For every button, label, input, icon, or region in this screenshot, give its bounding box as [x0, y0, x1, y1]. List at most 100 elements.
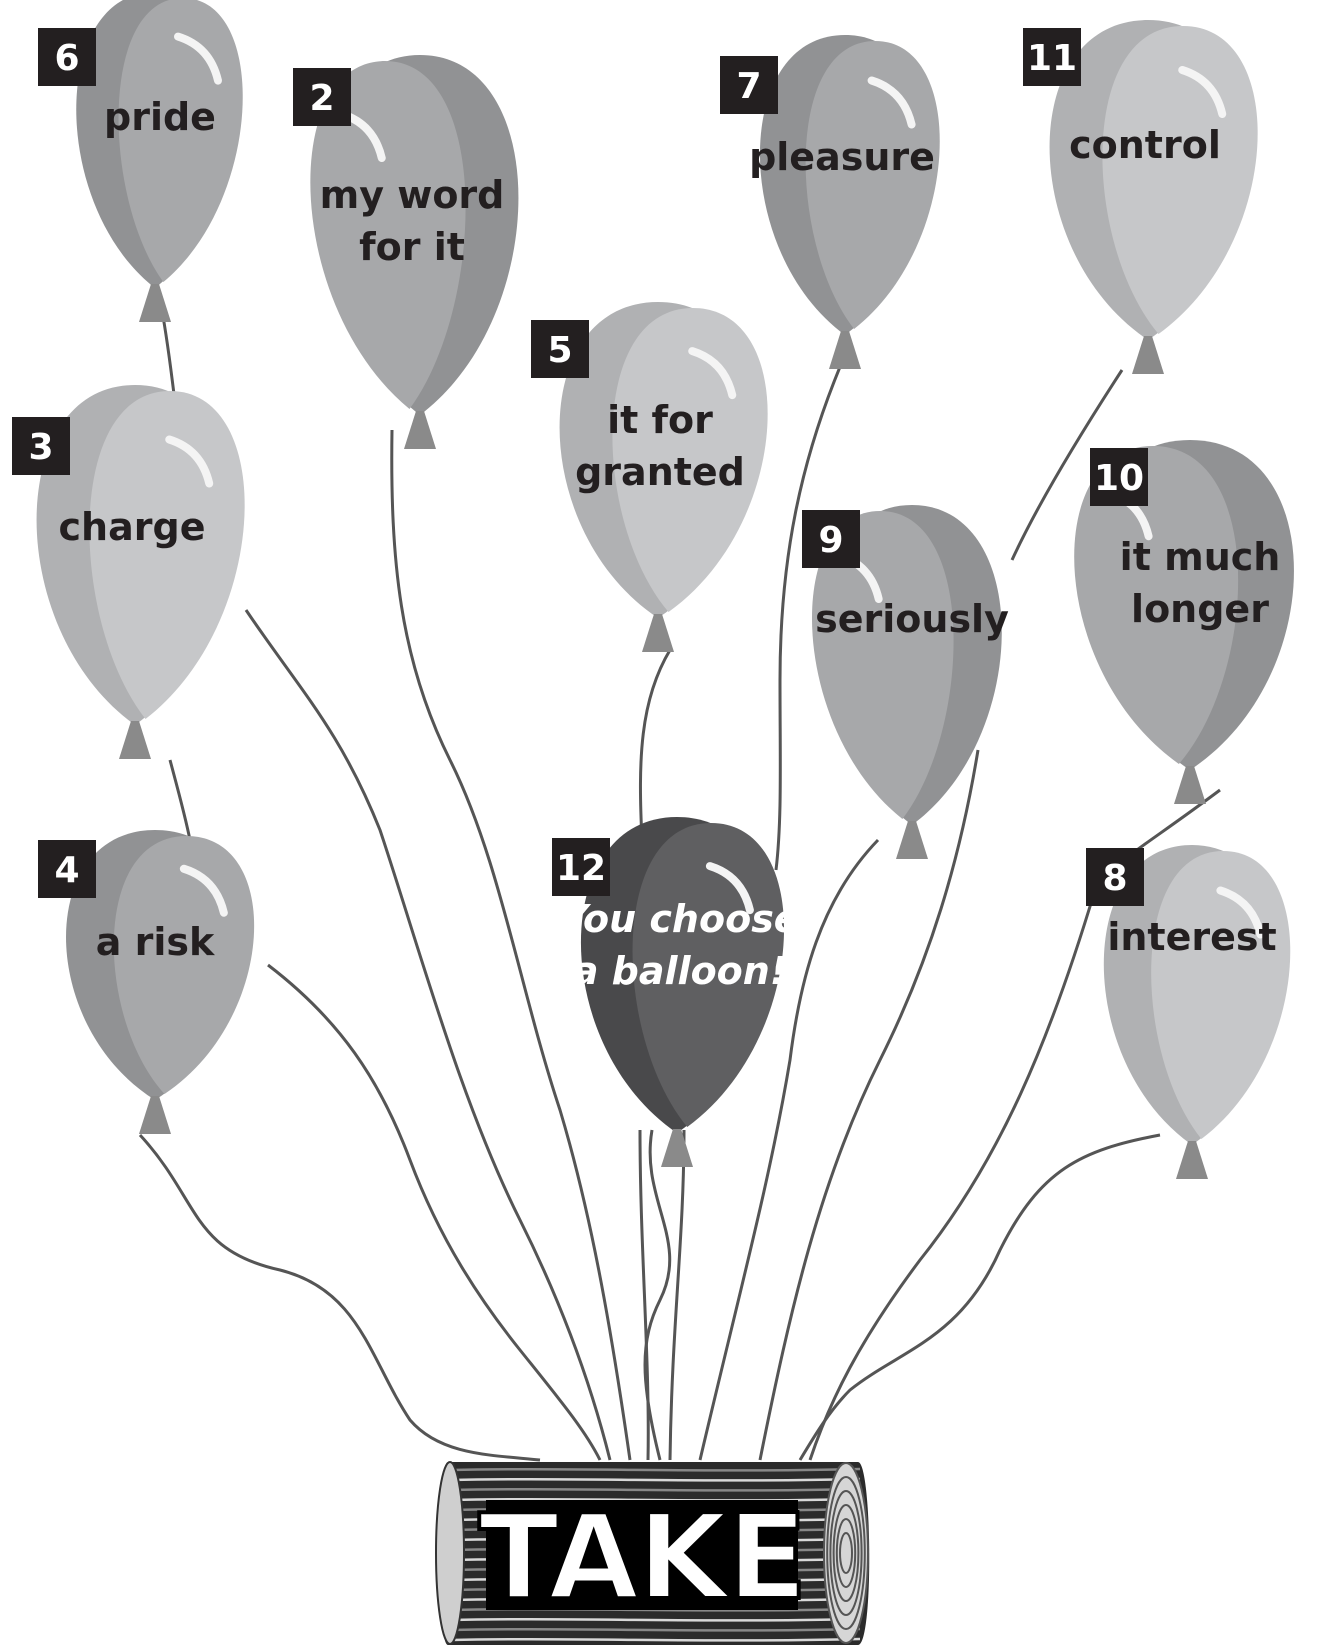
balloon-a-risk: 4 a risk — [38, 830, 255, 1134]
bark-stripe — [451, 1637, 861, 1642]
string-charge — [244, 609, 612, 1461]
badge-number: 9 — [818, 520, 843, 561]
shine-mark — [174, 32, 222, 85]
balloon-it-for-granted: 5 it for granted — [531, 302, 768, 652]
shine-mark — [1216, 886, 1265, 939]
balloon-knot — [896, 821, 928, 859]
badge-number: 3 — [28, 427, 53, 468]
balloon-knot — [1174, 766, 1206, 804]
shine-mark — [867, 76, 916, 129]
balloon-label-line: my word — [320, 173, 505, 217]
string-choose-b — [668, 1129, 686, 1461]
balloon-knot — [1132, 336, 1164, 374]
badge-number: 10 — [1094, 458, 1144, 499]
tree-ring — [835, 1518, 857, 1588]
balloon-highlight-lobe — [1074, 446, 1239, 764]
balloon-label-line: for it — [359, 225, 465, 269]
balloon-label-line: longer — [1131, 587, 1269, 631]
balloon-control: 11 control — [1023, 20, 1258, 374]
string-seriously — [698, 838, 880, 1461]
take-label: TAKE — [479, 1488, 806, 1626]
bark-stripe — [451, 1487, 861, 1492]
balloon-strings — [138, 299, 1221, 1462]
balloon-knot — [642, 614, 674, 652]
shine-mark — [705, 862, 754, 915]
shine-mark — [688, 347, 737, 400]
string-choose-c — [638, 1129, 650, 1461]
number-badge — [38, 840, 96, 898]
number-badge — [38, 28, 96, 86]
string-seriously-side — [758, 749, 980, 1461]
number-badge — [1086, 848, 1144, 906]
balloon-knot — [139, 284, 171, 322]
log-end-rings — [823, 1462, 869, 1644]
badge-number: 6 — [54, 38, 79, 79]
balloon-label-line: a risk — [96, 920, 215, 964]
balloon-highlight-lobe — [310, 61, 466, 409]
string-control — [1010, 369, 1124, 561]
string-a-risk-side — [267, 963, 602, 1461]
number-badge — [802, 510, 860, 568]
badge-number: 5 — [547, 330, 572, 371]
tree-ring — [839, 1532, 853, 1574]
string-charge-upper — [168, 759, 192, 841]
badge-number: 12 — [556, 848, 606, 889]
balloon-knot — [829, 331, 861, 369]
bark-stripe — [451, 1617, 861, 1622]
balloon-highlight-lobe — [811, 511, 954, 819]
balloon-label-line: it much — [1120, 535, 1281, 579]
balloon-label-line: a balloon! — [573, 949, 787, 993]
tree-ring — [832, 1504, 860, 1602]
badge-number: 7 — [736, 66, 761, 107]
take-label-backing — [486, 1500, 798, 1610]
log-end-left — [435, 1461, 465, 1645]
shine-mark — [179, 864, 228, 917]
number-badge — [531, 320, 589, 378]
balloon-knot — [661, 1129, 693, 1167]
bark-stripe — [451, 1467, 861, 1472]
number-badge — [1023, 28, 1081, 86]
badge-number: 8 — [1102, 858, 1127, 899]
balloon-knot — [404, 411, 436, 449]
number-badge — [1090, 448, 1148, 506]
badge-number: 2 — [309, 78, 334, 119]
balloon-label-line: control — [1069, 123, 1221, 167]
tree-ring — [826, 1476, 866, 1630]
balloon-label-line: You choose — [560, 897, 799, 941]
string-interest-side — [808, 889, 1097, 1461]
number-badge — [293, 68, 351, 126]
balloon-knot — [139, 1096, 171, 1134]
balloon-pride: 6 pride — [38, 0, 243, 322]
bark-stripe — [451, 1627, 861, 1632]
bark-stripe — [451, 1477, 861, 1482]
string-granted — [638, 649, 672, 841]
shine-mark — [1178, 66, 1227, 118]
number-badge — [720, 56, 778, 114]
shine-mark — [165, 435, 214, 488]
number-badge — [12, 417, 70, 475]
balloon-knot — [1176, 1141, 1208, 1179]
balloon-label-line: seriously — [815, 597, 1009, 641]
balloon-label-line: charge — [59, 505, 206, 549]
string-my-word — [390, 429, 632, 1461]
string-interest — [798, 1133, 1161, 1461]
balloon-knot — [119, 721, 151, 759]
string-a-risk — [138, 1133, 541, 1462]
badge-number: 11 — [1027, 38, 1077, 79]
balloon-pleasure: 7 pleasure — [720, 35, 940, 369]
number-badge — [552, 838, 610, 896]
tree-ring — [829, 1490, 863, 1616]
balloon-label-line: pride — [104, 95, 216, 139]
balloon-seriously: 9 seriously — [802, 505, 1009, 859]
take-log: TAKE — [435, 1461, 870, 1645]
balloon-label-line: it for — [607, 398, 713, 442]
badge-number: 4 — [54, 850, 79, 891]
balloon-label-line: pleasure — [749, 135, 935, 179]
string-longer — [1129, 788, 1221, 857]
balloon-label-line: granted — [575, 450, 745, 494]
